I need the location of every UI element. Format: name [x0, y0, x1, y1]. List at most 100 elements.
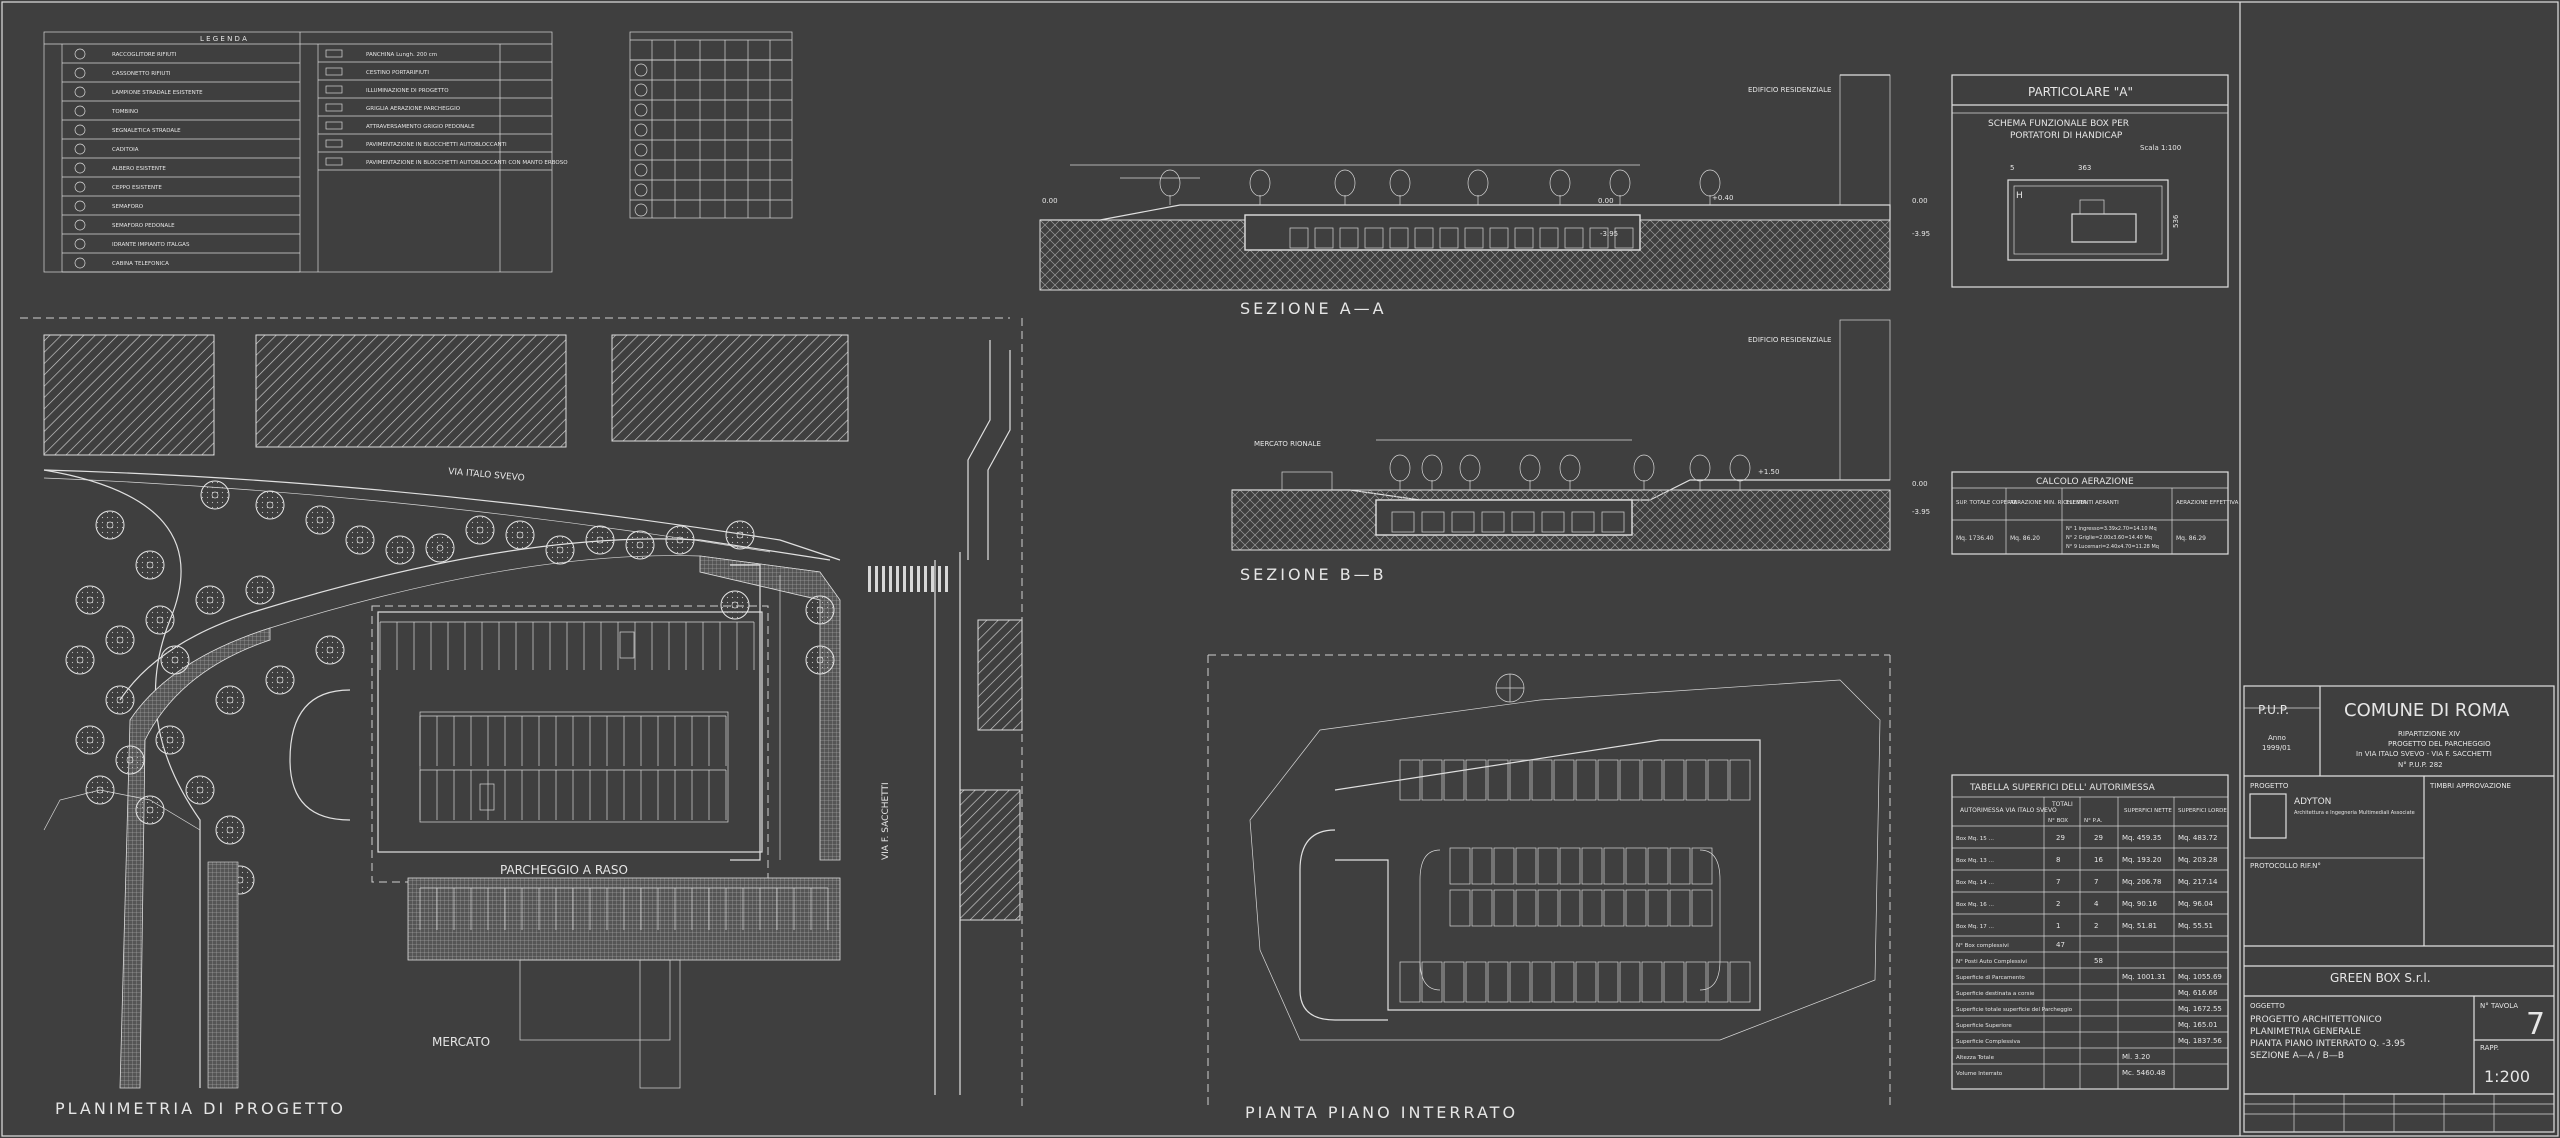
- calcolo-elemento: N° 2 Griglie=2.00x3.60=14.40 Mq: [2066, 535, 2152, 541]
- legend-symbol-icon: [325, 49, 343, 58]
- title-sezione-a: SEZIONE A—A: [1240, 299, 1387, 318]
- oggetto-line-1: PROGETTO ARCHITETTONICO: [2250, 1015, 2382, 1025]
- tabella-value: Mq. 55.51: [2178, 922, 2213, 930]
- tabella-header: TOTALI: [2051, 801, 2073, 808]
- legend-item: GRIGLIA AERAZIONE PARCHEGGIO: [366, 106, 461, 112]
- tabella-total-label: Superficie di Parcamento: [1956, 975, 2025, 981]
- detail-a-box: PARTICOLARE "A" SCHEMA FUNZIONALE BOX PE…: [1951, 74, 2229, 288]
- section-b-b: EDIFICIO RESIDENZIALE MERCATO RIONALE +1…: [1231, 319, 1930, 584]
- tree-icon: [1519, 454, 1541, 482]
- tabella-total-label: N° Box complessivi: [1956, 943, 2009, 949]
- progetto-parcheggio: PROGETTO DEL PARCHEGGIO: [2388, 740, 2491, 748]
- tree-icon: [160, 645, 190, 675]
- tree-icon: [1633, 454, 1655, 482]
- legend-item: LAMPIONE STRADALE ESISTENTE: [112, 90, 203, 96]
- tabella-value: Mq. 616.66: [2178, 989, 2218, 997]
- building-block: [959, 789, 1021, 921]
- tabella-header: SUPERFICI NETTE: [2124, 808, 2172, 814]
- pup-numero: N° P.U.P. 282: [2398, 761, 2443, 769]
- dim-c: 536: [2172, 214, 2180, 228]
- tree-icon: [135, 550, 165, 580]
- tree-icon: [425, 533, 455, 563]
- timbri-label: TIMBRI APPROVAZIONE: [2429, 782, 2511, 790]
- tree-icon: [1549, 169, 1571, 197]
- legend-symbol-icon: [325, 85, 343, 94]
- calcolo-elemento: N° 1 ingresso=3.39x2.70=14.10 Mq: [2066, 526, 2157, 532]
- level-a-right: +0.40: [1712, 194, 1733, 202]
- tree-icon: [1729, 454, 1751, 482]
- label-mercato: MERCATO: [432, 1035, 490, 1049]
- pedestrian-crossing: [868, 566, 948, 592]
- tavola-number: 7: [2526, 1007, 2545, 1042]
- indirizzo: In VIA ITALO SVEVO - VIA F. SACCHETTI: [2356, 750, 2492, 758]
- legend-symbol-icon: [74, 105, 86, 117]
- tabella-row-label: Box Mq. 16 …: [1956, 902, 1994, 908]
- tree-icon: [255, 490, 285, 520]
- legend-item: ATTRAVERSAMENTO GRIGIO PEDONALE: [366, 124, 475, 130]
- tree-icon: [634, 123, 648, 137]
- tabella-subheader: N° BOX: [2048, 818, 2068, 824]
- level-b-right: +1.50: [1758, 468, 1779, 476]
- tree-icon: [725, 520, 755, 550]
- label-parcheggio-a-raso: PARCHEGGIO A RASO: [500, 863, 628, 877]
- tree-icon: [1159, 169, 1181, 197]
- tree-icon: [185, 775, 215, 805]
- comune-title: COMUNE DI ROMA: [2344, 700, 2510, 721]
- tabella-value: Mq. 483.72: [2178, 834, 2217, 842]
- legend-symbol-icon: [74, 48, 86, 60]
- tree-icon: [585, 525, 615, 555]
- level-a-r1: 0.00: [1912, 197, 1928, 205]
- tabella-row-label: Box Mq. 14 …: [1956, 880, 1994, 886]
- calcolo-value: Mq. 86.20: [2010, 535, 2040, 542]
- legend-symbol-icon: [325, 103, 343, 112]
- tree-icon: [155, 725, 185, 755]
- tabella-subheader: N° P.A.: [2084, 818, 2102, 824]
- level-a-mid: 0.00: [1598, 197, 1614, 205]
- tree-icon: [665, 525, 695, 555]
- ripartizione: RIPARTIZIONE XIV: [2398, 730, 2460, 738]
- tree-icon: [200, 480, 230, 510]
- tree-icon: [805, 645, 835, 675]
- trees: [65, 480, 835, 895]
- tree-icon: [1689, 454, 1711, 482]
- car-icon: [479, 783, 495, 811]
- tabella-value: 2: [2094, 922, 2098, 930]
- legend-item: ILLUMINAZIONE DI PROGETTO: [366, 88, 449, 94]
- tabella-value: Mq. 1837.56: [2178, 1037, 2222, 1045]
- legend-symbol-icon: [74, 86, 86, 98]
- studio-logo: [2249, 793, 2287, 839]
- level-b-r2: -3.95: [1912, 508, 1930, 516]
- protocollo-label: PROTOCOLLO RIF.N°: [2250, 862, 2321, 870]
- tabella-value: Mc. 5460.48: [2122, 1069, 2165, 1077]
- tabella-value: Mq. 90.16: [2122, 900, 2158, 908]
- tabella-value: 29: [2094, 834, 2103, 842]
- tabella-total-label: Superficie Complessiva: [1956, 1039, 2020, 1045]
- detail-letter: H: [2016, 191, 2023, 201]
- tabella-total-label: Volume Interrato: [1956, 1071, 2003, 1077]
- tabella-header: SUPERFICI LORDE: [2178, 808, 2227, 814]
- dim-b: 363: [2078, 164, 2091, 172]
- tree-icon: [1334, 169, 1356, 197]
- label-edificio-b: EDIFICIO RESIDENZIALE: [1748, 336, 1831, 344]
- tree-icon: [105, 625, 135, 655]
- tabella-value: 8: [2056, 856, 2060, 864]
- tree-icon: [1699, 169, 1721, 197]
- tabella-value: Mq. 1672.55: [2178, 1005, 2222, 1013]
- tabella-value: 4: [2094, 900, 2099, 908]
- building-block: [255, 334, 567, 448]
- tabella-total-label: Superficie totale superficie del Parcheg…: [1956, 1007, 2073, 1013]
- tree-icon: [634, 83, 648, 97]
- underground-plan: PIANTA PIANO INTERRATO: [1207, 654, 1891, 1122]
- label-mercato-rionale: MERCATO RIONALE: [1254, 440, 1321, 448]
- tabella-value: 16: [2094, 856, 2103, 864]
- legend-symbol-icon: [325, 139, 343, 148]
- calcolo-elemento: N° 9 Lucernari=2.40x4.70=11.28 Mq: [2066, 544, 2159, 550]
- tabella-value: Mq. 1055.69: [2178, 973, 2222, 981]
- legend-item: PANCHINA Lungh. 200 cm: [366, 52, 437, 58]
- title-block: P.U.P. Anno 1999/01 COMUNE DI ROMA RIPAR…: [2243, 685, 2555, 1133]
- calcolo-header: AERAZIONE MIN. RICHIESTA: [2010, 500, 2087, 506]
- anno-label: Anno: [2268, 734, 2286, 742]
- tree-icon: [345, 525, 375, 555]
